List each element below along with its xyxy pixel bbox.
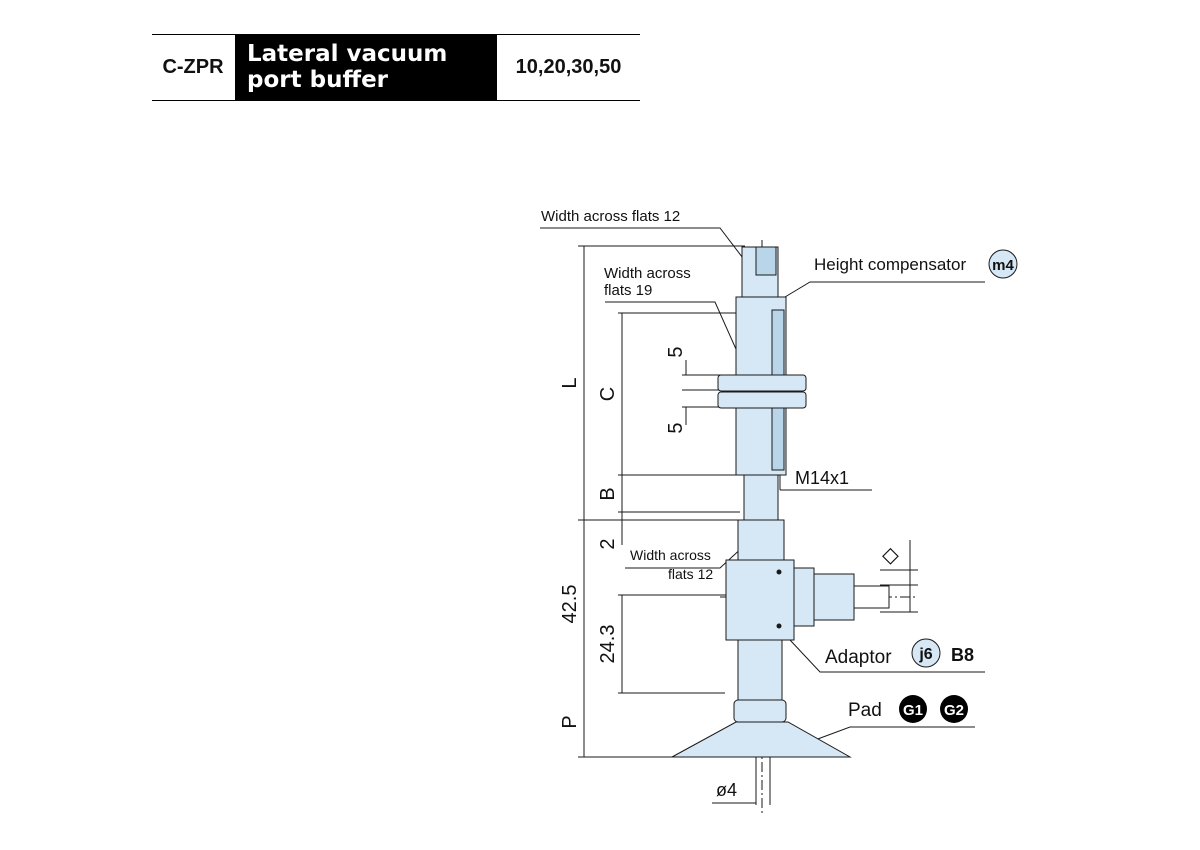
lower-neck: [737, 639, 783, 701]
badge-g1-circle: [899, 695, 927, 723]
label-width-across-flats-12-mid-line1: Width across: [630, 547, 711, 563]
badge-g2: G2: [944, 702, 964, 719]
product-title-line1: Lateral vacuum: [247, 41, 448, 67]
adaptor-nut: [793, 567, 815, 627]
label-width-across-flats-19-line1: Width across: [604, 265, 691, 282]
label-width-across-flats-19-line2: flats 19: [604, 282, 652, 299]
dim-B: B: [597, 487, 619, 500]
badge-m4: m4: [992, 257, 1014, 274]
badge-g1: G1: [903, 702, 923, 719]
badge-j6-circle: [911, 638, 941, 668]
dimension-lines: [578, 245, 918, 805]
label-diameter: ø4: [716, 780, 737, 800]
fitting-dot-upper: [776, 569, 782, 575]
label-adaptor: Adaptor: [825, 647, 892, 668]
badge-g2-circle: [940, 695, 968, 723]
leader-lines: [540, 227, 985, 741]
title-block: C-ZPR Lateral vacuum port buffer 10,20,3…: [152, 34, 640, 101]
label-width-across-flats-12-mid-line2: flats 12: [668, 566, 713, 582]
dim-P: P: [559, 715, 581, 728]
lock-nut-upper: [717, 374, 807, 392]
lock-nut-lower: [717, 391, 807, 409]
label-diamond-symbol: ◇: [882, 542, 899, 567]
shaft: [743, 474, 779, 521]
badge-m4-circle: [988, 249, 1018, 279]
size-list: 10,20,30,50: [515, 56, 622, 78]
badge-j6: j6: [918, 646, 932, 663]
adaptor-body: [813, 573, 855, 621]
tube: [853, 585, 890, 609]
pad-holder: [733, 699, 787, 723]
title-rule-bottom: [152, 100, 640, 101]
label-thread: M14x1: [795, 468, 849, 488]
buffer-assembly: [671, 246, 890, 758]
fitting-dot-lower: [776, 623, 782, 629]
body-upper: [737, 519, 785, 561]
product-title: Lateral vacuum port buffer: [235, 35, 497, 100]
dim-24-3: 24.3: [597, 625, 619, 664]
title-rule-top: [152, 34, 640, 35]
label-height-compensator: Height compensator: [814, 255, 966, 274]
model-code: C-ZPR: [162, 56, 224, 78]
dim-5-upper: 5: [665, 346, 687, 357]
dim-5-lower: 5: [665, 422, 687, 433]
dim-2: 2: [597, 538, 619, 549]
label-width-across-flats-12-top: Width across flats 12: [541, 208, 680, 225]
port-block: [725, 559, 795, 641]
dim-C: C: [597, 387, 619, 401]
dim-42-5: 42.5: [559, 585, 581, 624]
product-title-line2: port buffer: [247, 67, 389, 93]
suction-pad: [671, 721, 852, 758]
label-pad: Pad: [848, 700, 882, 721]
dim-L: L: [559, 377, 581, 388]
label-adaptor-suffix: B8: [951, 645, 974, 665]
